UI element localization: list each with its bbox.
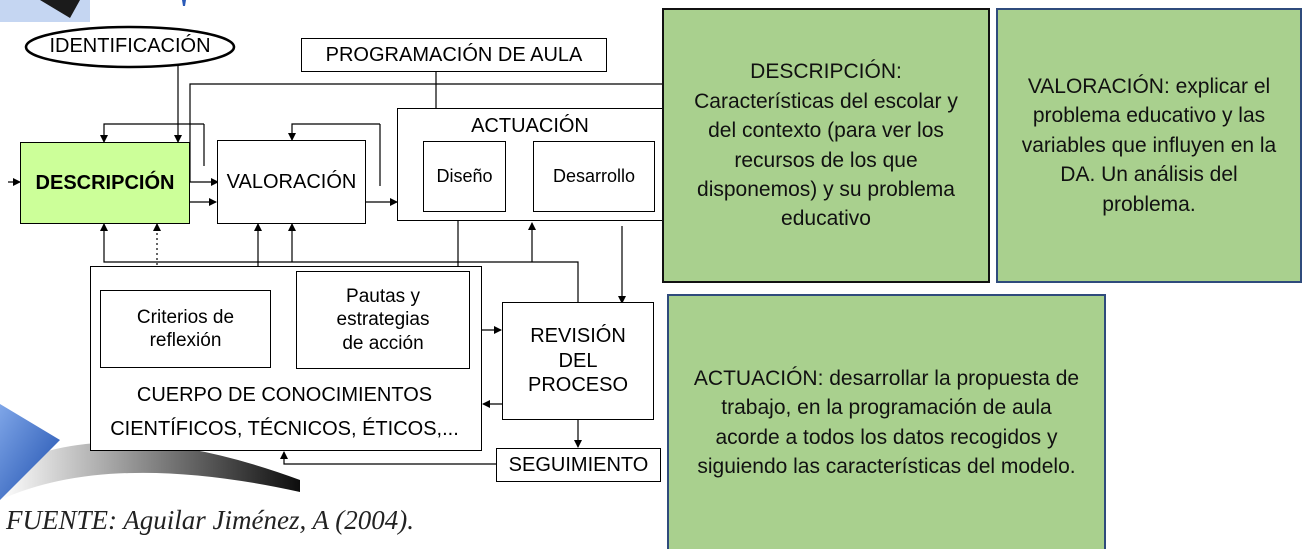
actuacion-label: ACTUACIÓN	[471, 115, 589, 137]
diagram-connectors	[0, 0, 665, 500]
seguimiento-box: SEGUIMIENTO	[496, 448, 661, 482]
note-valoracion: VALORACIÓN: explicar el problema educati…	[996, 8, 1302, 283]
programacion-de-aula-box: PROGRAMACIÓN DE AULA	[301, 38, 607, 72]
note-actuacion: ACTUACIÓN: desarrollar la propuesta de t…	[667, 294, 1106, 549]
pautas-box: Pautas y estrategias de acción	[296, 271, 470, 369]
cuerpo-line-2: CIENTÍFICOS, TÉCNICOS, ÉTICOS,...	[110, 418, 459, 440]
revision-proceso-box: REVISIÓN DEL PROCESO	[502, 302, 654, 420]
note-descripcion: DESCRIPCIÓN: Características del escolar…	[662, 8, 990, 283]
slide-corner-top	[0, 0, 186, 22]
slide-swoosh	[0, 404, 300, 500]
flow-diagram: IDENTIFICACIÓN PROGRAMACIÓN DE AULA DESC…	[0, 0, 665, 500]
identificacion-label: IDENTIFICACIÓN	[49, 35, 211, 57]
source-caption: FUENTE: Aguilar Jiménez, A (2004).	[6, 505, 414, 535]
descripcion-box: DESCRIPCIÓN	[20, 142, 190, 224]
desarrollo-box: Desarrollo	[533, 141, 655, 212]
valoracion-box: VALORACIÓN	[217, 140, 366, 224]
diseno-box: Diseño	[423, 141, 506, 212]
criterios-box: Criterios de reflexión	[100, 290, 271, 368]
identificacion-ellipse	[24, 25, 236, 69]
cuerpo-line-1: CUERPO DE CONOCIMIENTOS	[136, 384, 433, 406]
